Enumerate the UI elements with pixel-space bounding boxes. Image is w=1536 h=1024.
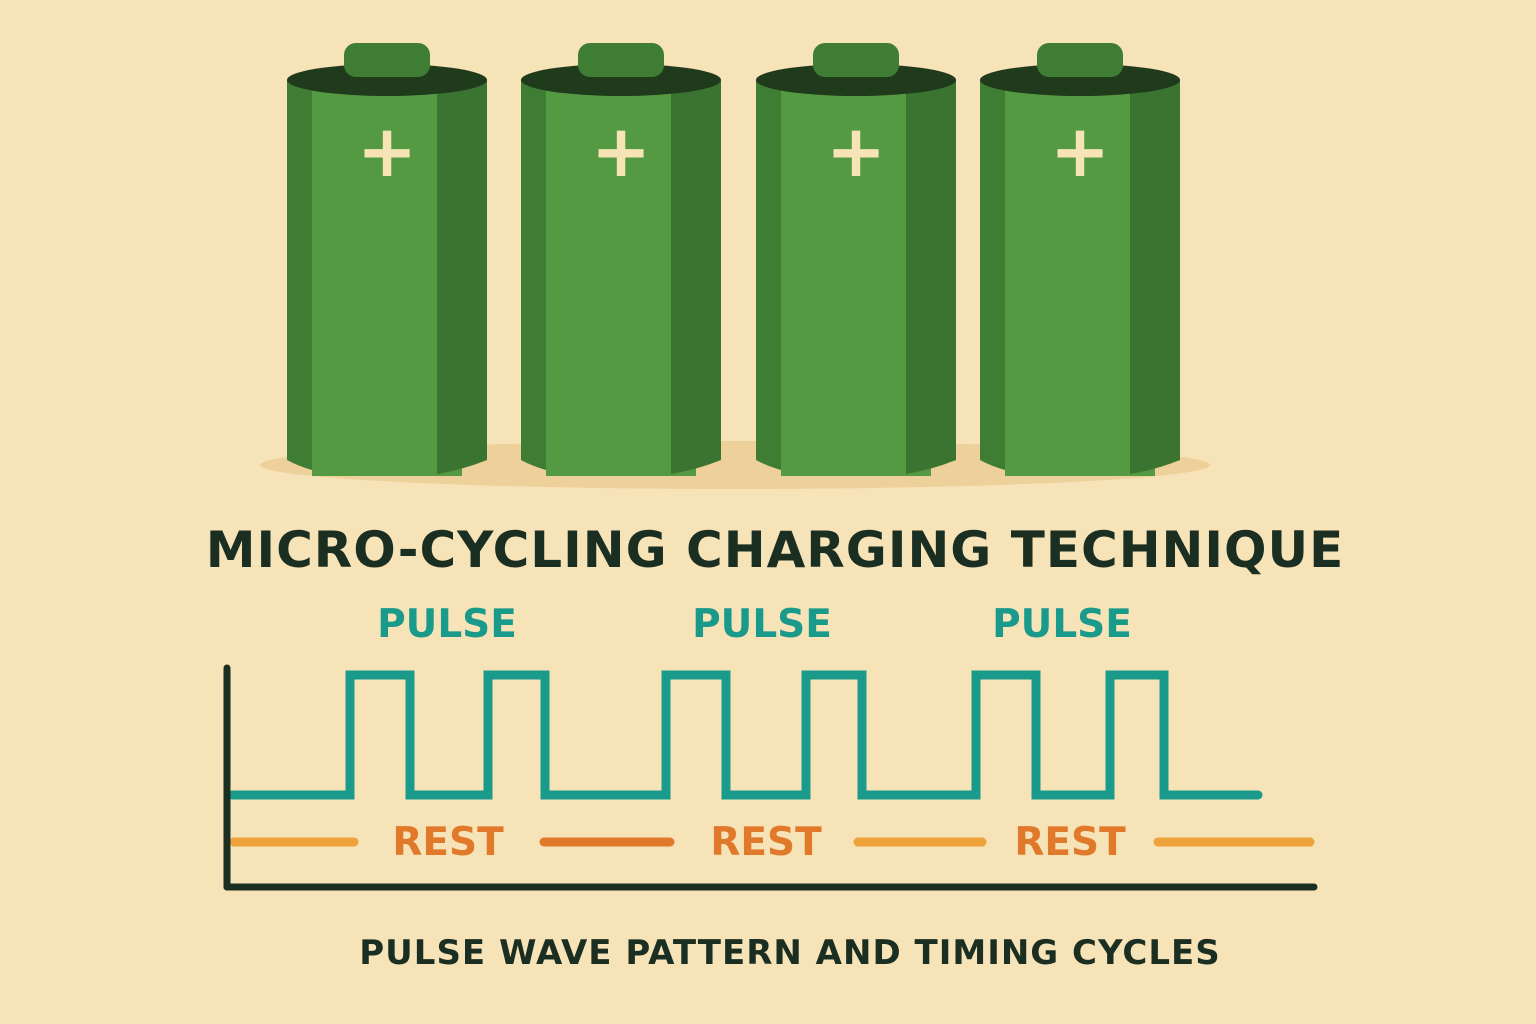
pulse-label-2: PULSE [692, 602, 832, 647]
battery-4: + [980, 43, 1180, 476]
pulse-waveform [227, 670, 1263, 800]
diagram-caption: PULSE WAVE PATTERN AND TIMING CYCLES [359, 933, 1220, 973]
battery-2-shade-left [521, 80, 546, 470]
battery-4-top [980, 64, 1180, 96]
battery-2-plus-icon: + [591, 109, 651, 193]
battery-3-terminal [813, 43, 899, 77]
battery-2-terminal [578, 43, 664, 77]
rest-label-2: REST [710, 820, 822, 865]
rest-label-3: REST [1014, 820, 1126, 865]
battery-2-shade [671, 80, 721, 474]
battery-4-shade [1130, 80, 1180, 474]
battery-shadow [260, 441, 1210, 489]
battery-3-shade-left [756, 80, 781, 470]
diagram-title: MICRO-CYCLING CHARGING TECHNIQUE [206, 521, 1345, 579]
battery-1-shade [437, 80, 487, 474]
battery-1-top [287, 64, 487, 96]
battery-3-shade [906, 80, 956, 474]
battery-4-shade-left [980, 80, 1005, 470]
battery-3-plus-icon: + [826, 109, 886, 193]
battery-3: + [756, 43, 956, 476]
battery-1: + [287, 43, 487, 476]
battery-2: + [521, 43, 721, 476]
rest-label-1: REST [392, 820, 504, 865]
pulse-label-3: PULSE [992, 602, 1132, 647]
battery-4-terminal [1037, 43, 1123, 77]
pulse-label-1: PULSE [377, 602, 517, 647]
battery-3-top [756, 64, 956, 96]
battery-1-shade-left [287, 80, 312, 470]
battery-4-plus-icon: + [1050, 109, 1110, 193]
battery-2-top [521, 64, 721, 96]
battery-1-plus-icon: + [357, 109, 417, 193]
battery-1-terminal [344, 43, 430, 77]
